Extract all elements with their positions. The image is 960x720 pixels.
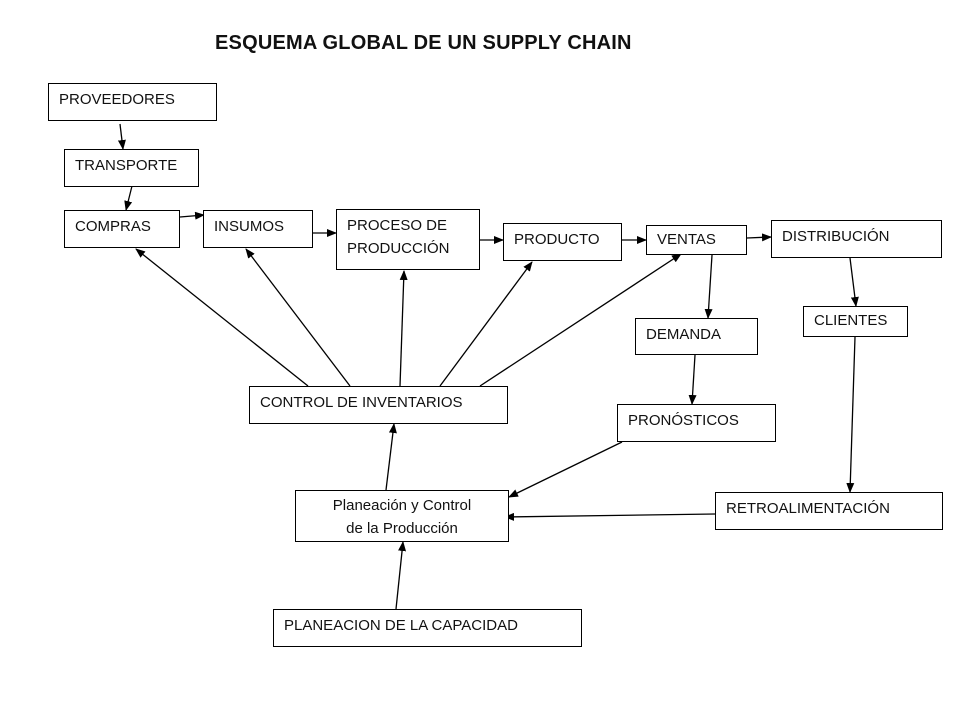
node-label: PRODUCTO: [514, 231, 600, 248]
node-distribucion: DISTRIBUCIÓN: [771, 220, 942, 258]
arrow-control-ventas: [479, 253, 682, 387]
node-label: VENTAS: [657, 231, 716, 248]
node-label: DISTRIBUCIÓN: [782, 228, 890, 245]
arrow-clientes-retroalimentacion: [846, 336, 856, 493]
arrow-proveedores-transporte: [117, 123, 126, 150]
node-label-line-2: de la Producción: [346, 520, 458, 537]
node-control-inventarios: CONTROL DE INVENTARIOS: [249, 386, 508, 424]
node-label: COMPRAS: [75, 218, 151, 235]
node-transporte: TRANSPORTE: [64, 149, 199, 187]
node-label-line-2: PRODUCCIÓN: [347, 240, 450, 257]
arrow-compras-insumos: [179, 211, 205, 220]
arrow-demanda-pronosticos: [688, 354, 697, 405]
node-label: CLIENTES: [814, 312, 888, 329]
diagram-title: ESQUEMA GLOBAL DE UN SUPPLY CHAIN: [215, 32, 632, 54]
node-label: PROVEEDORES: [59, 91, 175, 108]
node-planeacion-control-produccion: Planeación y Control de la Producción: [295, 490, 509, 542]
node-proceso-produccion: PROCESO DE PRODUCCIÓN: [336, 209, 480, 270]
node-label: PRONÓSTICOS: [628, 412, 739, 429]
arrow-retroalimentacion-planeacion: [504, 512, 716, 521]
arrow-pronosticos-planeacion: [508, 441, 623, 498]
node-proveedores: PROVEEDORES: [48, 83, 217, 121]
arrow-control-insumos: [245, 248, 351, 387]
node-label: TRANSPORTE: [75, 157, 178, 174]
node-producto: PRODUCTO: [503, 223, 622, 261]
node-demanda: DEMANDA: [635, 318, 758, 355]
arrow-control-proceso: [399, 270, 408, 387]
node-label: CONTROL DE INVENTARIOS: [260, 394, 463, 411]
arrow-ventas-distribucion: [746, 233, 772, 242]
arrow-transporte-compras: [124, 185, 133, 211]
node-label: RETROALIMENTACIÓN: [726, 500, 890, 517]
arrow-ventas-demanda: [704, 254, 713, 319]
node-label-line-1: Planeación y Control: [332, 497, 472, 514]
node-label: DEMANDA: [646, 326, 722, 343]
node-retroalimentacion: RETROALIMENTACIÓN: [715, 492, 943, 530]
arrow-control-compras: [135, 248, 309, 387]
node-clientes: CLIENTES: [803, 306, 908, 337]
node-label-line-1: PROCESO DE: [347, 217, 448, 234]
node-insumos: INSUMOS: [203, 210, 313, 248]
arrow-planeacion-control: [385, 423, 397, 491]
node-pronosticos: PRONÓSTICOS: [617, 404, 776, 442]
node-ventas: VENTAS: [646, 225, 747, 255]
arrow-capacidad-planeacion: [395, 541, 407, 610]
node-label: PLANEACION DE LA CAPACIDAD: [284, 617, 518, 634]
node-compras: COMPRAS: [64, 210, 180, 248]
node-label: INSUMOS: [214, 218, 285, 235]
arrow-control-producto: [439, 261, 533, 387]
node-planeacion-capacidad: PLANEACION DE LA CAPACIDAD: [273, 609, 582, 647]
arrow-distribucion-clientes: [849, 257, 859, 307]
